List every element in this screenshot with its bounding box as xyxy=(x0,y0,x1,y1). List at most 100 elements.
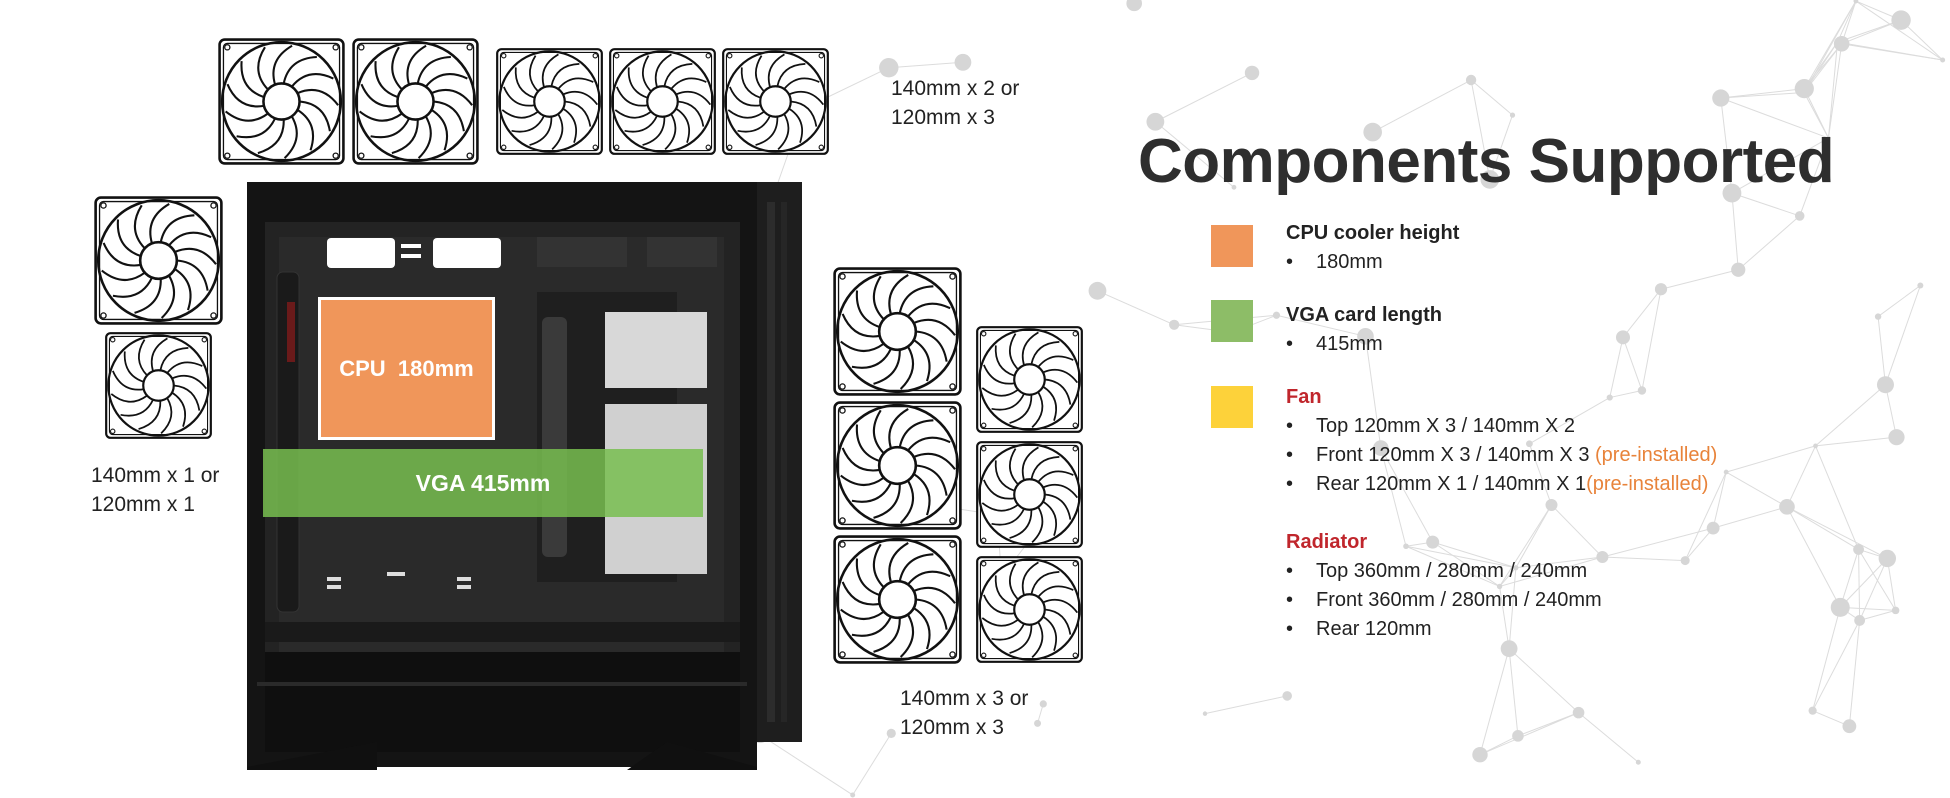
network-node xyxy=(850,792,856,798)
network-node xyxy=(1637,386,1647,395)
vga-item: •415mm xyxy=(1286,333,1383,356)
network-line xyxy=(1364,336,1382,449)
radiator-item: • Top 360mm / 280mm / 240mm xyxy=(1286,560,1587,583)
network-line xyxy=(1276,314,1366,337)
network-line xyxy=(1858,549,1861,621)
network-node xyxy=(1513,565,1519,571)
front-fan-120-icon xyxy=(975,325,1084,434)
network-line xyxy=(1812,607,1841,711)
front-fan-140-icon xyxy=(832,534,963,665)
network-node xyxy=(1835,40,1840,45)
network-line xyxy=(1877,285,1921,317)
cpu-item-text: 180mm xyxy=(1316,251,1383,273)
network-line xyxy=(1815,384,1886,447)
network-node xyxy=(1731,262,1746,277)
rear-fan-140-icon xyxy=(93,195,224,326)
network-node xyxy=(1853,544,1864,555)
network-node xyxy=(1654,283,1668,296)
network-line xyxy=(1470,79,1491,180)
network-line xyxy=(1499,567,1517,587)
network-line xyxy=(1609,337,1624,398)
network-node xyxy=(1034,719,1042,727)
preinstalled-note: (pre-installed) xyxy=(1595,444,1718,466)
network-line xyxy=(1660,269,1739,290)
network-node xyxy=(886,728,896,738)
network-line xyxy=(1515,504,1552,568)
fan-swatch xyxy=(1211,386,1253,428)
network-node xyxy=(1917,282,1924,289)
network-line xyxy=(1499,556,1603,587)
network-node xyxy=(1231,184,1237,190)
bullet: • xyxy=(1286,560,1294,582)
network-line xyxy=(1884,384,1898,438)
front-fan-140-icon xyxy=(832,266,963,397)
network-line xyxy=(1720,97,1829,139)
network-line xyxy=(1720,97,1733,194)
network-line xyxy=(1837,19,1902,43)
network-line xyxy=(1720,88,1805,99)
top-fan-120-icon xyxy=(495,47,604,156)
network-node xyxy=(1813,443,1818,449)
network-node xyxy=(1794,211,1805,221)
network-line xyxy=(1837,41,1943,61)
network-line xyxy=(1622,288,1662,338)
network-line xyxy=(1155,72,1253,123)
bullet: • xyxy=(1286,444,1294,466)
top-fan-140-icon xyxy=(351,37,480,166)
radiator-item-text: Top 360mm / 280mm / 240mm xyxy=(1316,560,1588,582)
network-node xyxy=(1500,640,1518,658)
network-line xyxy=(1815,436,1897,447)
cpu-label: CPU 180mm xyxy=(339,355,474,381)
network-node xyxy=(1874,313,1882,320)
network-node xyxy=(1088,281,1107,300)
network-line xyxy=(1380,447,1407,547)
network-node xyxy=(1794,79,1814,99)
network-line xyxy=(1812,620,1861,711)
radiator-item-text: Rear 120mm xyxy=(1316,618,1432,640)
network-node xyxy=(1496,583,1503,590)
network-node xyxy=(1039,700,1047,708)
network-line xyxy=(1470,79,1513,116)
network-node xyxy=(1722,183,1742,203)
network-node xyxy=(1833,35,1850,52)
cpu-area: CPU 180mm xyxy=(318,297,495,440)
network-line xyxy=(1731,137,1829,194)
network-line xyxy=(1684,471,1727,561)
network-line xyxy=(1479,712,1579,756)
network-node xyxy=(1808,706,1817,715)
network-line xyxy=(1204,695,1288,715)
network-line xyxy=(1886,558,1897,611)
radiator-item-text: Front 360mm / 280mm / 240mm xyxy=(1316,589,1602,611)
network-node xyxy=(1876,376,1894,394)
network-node xyxy=(1403,543,1409,550)
network-node xyxy=(1853,0,1859,4)
bullet: • xyxy=(1286,333,1294,355)
network-line xyxy=(1641,289,1662,391)
network-node xyxy=(1940,57,1946,63)
cpu-item: •180mm xyxy=(1286,251,1383,274)
network-node xyxy=(1244,65,1260,81)
network-line xyxy=(1884,285,1921,385)
rear-fan-120-icon xyxy=(104,331,213,440)
network-line xyxy=(1622,337,1643,391)
front-fans-note: 140mm x 3 or 120mm x 3 xyxy=(900,687,1029,739)
network-line xyxy=(1855,0,1943,61)
bullet: • xyxy=(1286,589,1294,611)
network-line xyxy=(1602,527,1714,558)
network-line xyxy=(1489,114,1513,180)
network-node xyxy=(1126,0,1142,12)
network-node xyxy=(1878,549,1897,568)
network-line xyxy=(1432,541,1500,587)
preinstalled-note: (pre-installed) xyxy=(1586,473,1709,495)
network-line xyxy=(888,61,963,69)
bullet: • xyxy=(1286,618,1294,640)
network-line xyxy=(1731,193,1739,270)
network-node xyxy=(1426,535,1440,549)
network-node xyxy=(1891,606,1900,615)
vga-swatch xyxy=(1211,300,1253,342)
vga-label: VGA 415mm xyxy=(415,469,551,496)
network-node xyxy=(1545,498,1558,511)
fan-item: •Front 120mm X 3 / 140mm X 3 (pre-instal… xyxy=(1286,444,1717,467)
network-node xyxy=(1357,328,1374,345)
network-line xyxy=(1479,648,1510,755)
